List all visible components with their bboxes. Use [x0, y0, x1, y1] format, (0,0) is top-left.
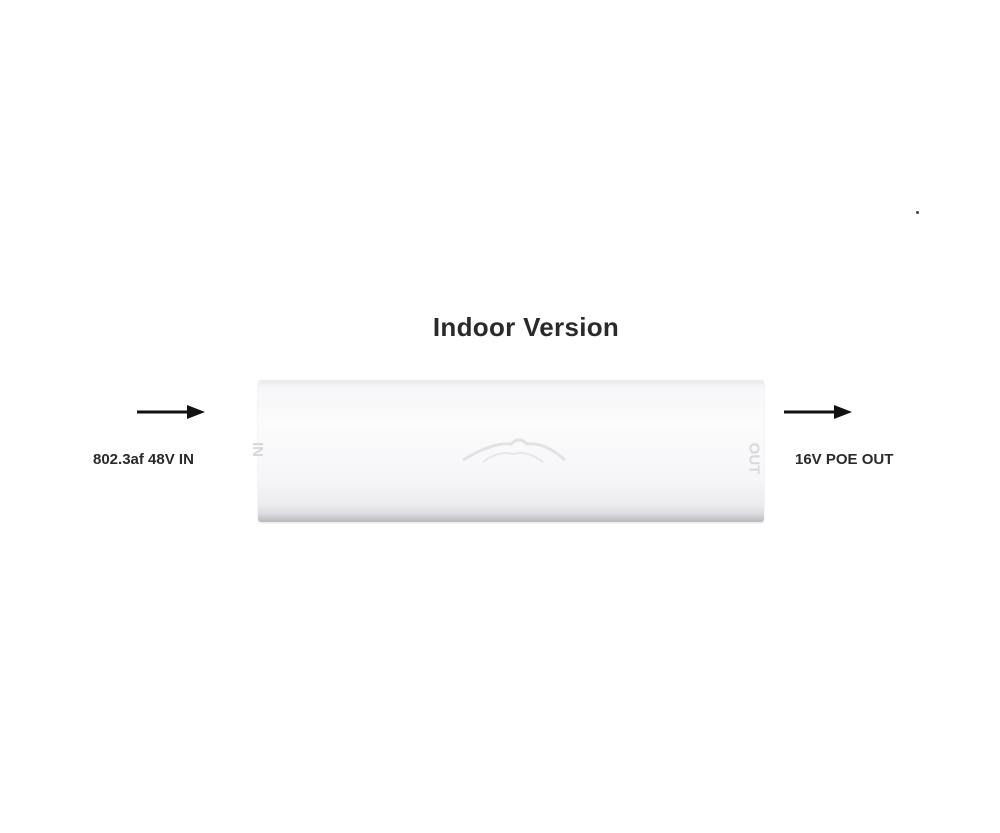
input-arrow-icon [137, 405, 205, 419]
poe-adapter-device: IN OUT [249, 380, 764, 522]
input-label: 802.3af 48V IN [93, 451, 194, 468]
output-label: 16V POE OUT [795, 451, 894, 468]
diagram-title: Indoor Version [432, 312, 620, 342]
stray-dot [916, 211, 919, 214]
device-in-marking: IN [249, 442, 266, 457]
output-arrow-icon [784, 405, 852, 419]
ubiquiti-logo-icon [462, 438, 567, 463]
device-out-marking: OUT [745, 442, 763, 475]
